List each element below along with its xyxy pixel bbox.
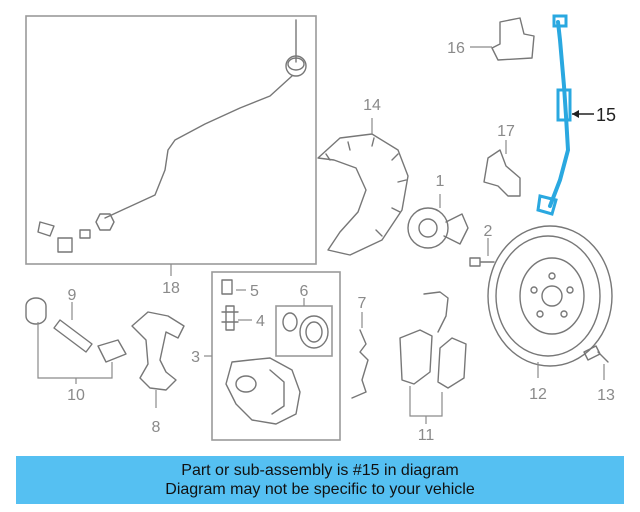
part-1-wheel-hub: 1: [407, 173, 469, 249]
parts-9-10-guide-pins: 9 10: [25, 287, 127, 404]
brake-parts-diagram: 18 14 1 2 12 13: [25, 14, 616, 444]
callout-13: 13: [597, 387, 615, 404]
group-18-sensor-harness: 18: [25, 15, 317, 297]
callout-15: 15: [596, 105, 616, 125]
callout-10: 10: [67, 387, 85, 404]
part-11-brake-pads: 11: [399, 291, 467, 444]
banner-line-part: Part or sub-assembly is #15 in diagram: [181, 462, 459, 479]
part-12-brake-rotor: 12: [487, 225, 613, 403]
part-8-caliper-bracket: 8: [131, 311, 185, 436]
part-16-bracket: 16: [447, 17, 535, 61]
callout-16: 16: [447, 40, 465, 57]
callout-1: 1: [436, 173, 445, 190]
part-17-clip: 17: [483, 123, 521, 197]
callout-8: 8: [152, 419, 161, 436]
part-7-spring-clip: 7: [351, 295, 369, 399]
callout-17: 17: [497, 123, 515, 140]
callout-6: 6: [300, 283, 309, 300]
callout-14: 14: [363, 97, 381, 114]
part-13-screw: 13: [583, 345, 615, 404]
group-3-caliper-assembly: 3 5 4 6: [191, 271, 341, 441]
info-banner: Part or sub-assembly is #15 in diagram D…: [16, 456, 624, 504]
callout-11: 11: [418, 427, 435, 444]
callout-4: 4: [256, 313, 265, 330]
callout-9: 9: [68, 287, 77, 304]
part-14-dust-shield: 14: [317, 97, 409, 256]
callout-7: 7: [358, 295, 367, 312]
callout-12: 12: [529, 386, 547, 403]
banner-line-disclaimer: Diagram may not be specific to your vehi…: [165, 481, 475, 498]
callout-2: 2: [484, 223, 493, 240]
part-15-brake-hose[interactable]: 15: [536, 14, 616, 216]
part-2-bolt: 2: [469, 223, 495, 267]
callout-5: 5: [250, 283, 259, 300]
callout-3: 3: [191, 349, 200, 366]
callout-18: 18: [162, 280, 180, 297]
